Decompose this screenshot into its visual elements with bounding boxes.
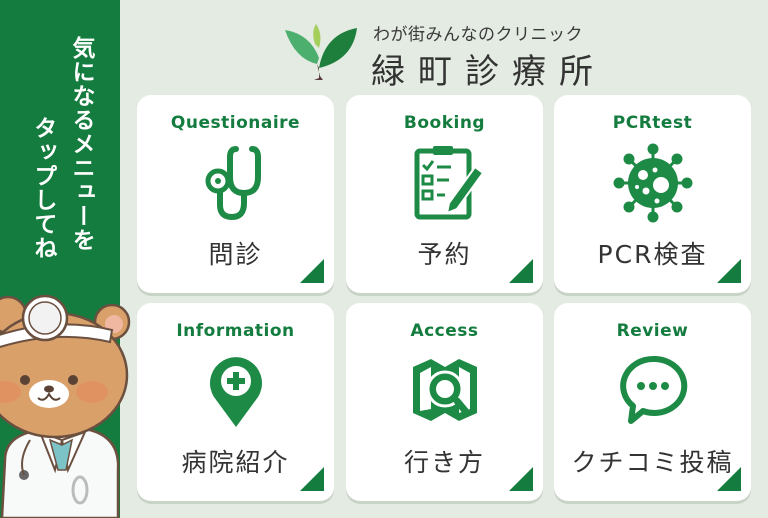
card-english-label: Questionaire: [170, 113, 301, 133]
card-english-label: Information: [176, 321, 295, 341]
stethoscope-icon: [205, 146, 261, 221]
card-japanese-label: 行き方: [403, 448, 485, 477]
menu-card-questionaire[interactable]: Questionaire 問診: [137, 95, 334, 293]
tap-prompt: 気になるメニューを タップしてね: [28, 36, 96, 260]
map-pin-plus-icon: [209, 357, 262, 427]
clinic-logo[interactable]: わが街みんなのクリニック 緑町診療所: [285, 18, 605, 92]
menu-card-review[interactable]: Review クチコミ投稿: [554, 303, 751, 501]
corner-arrow-icon: [300, 467, 324, 491]
corner-arrow-icon: [300, 259, 324, 283]
card-japanese-label: 予約: [417, 240, 472, 269]
menu-card-access[interactable]: Access 行き方: [346, 303, 543, 501]
virus-icon: [613, 143, 692, 223]
map-search-icon: [412, 359, 477, 421]
clipboard-pen-icon: [414, 146, 484, 220]
corner-arrow-icon: [509, 467, 533, 491]
tap-prompt-line-1: 気になるメニューを: [68, 36, 94, 252]
card-english-label: Booking: [403, 113, 486, 133]
card-japanese-label: 病院紹介: [181, 448, 290, 477]
corner-arrow-icon: [509, 259, 533, 283]
menu-card-booking[interactable]: Booking 予約: [346, 95, 543, 293]
card-english-label: Review: [616, 321, 689, 341]
menu-card-pcrtest[interactable]: PCRtest PCR検査: [554, 95, 751, 293]
clinic-subtitle: わが街みんなのクリニック: [373, 25, 583, 45]
bear-doctor-mascot: [0, 294, 131, 518]
clinic-name: 緑町診療所: [371, 52, 606, 92]
menu-card-information[interactable]: Information 病院紹介: [137, 303, 334, 501]
tap-prompt-line-2: タップしてね: [30, 116, 56, 260]
card-japanese-label: PCR検査: [597, 240, 708, 269]
sprout-logo-icon: [285, 24, 357, 80]
card-japanese-label: 問診: [208, 240, 263, 269]
corner-arrow-icon: [717, 467, 741, 491]
card-japanese-label: クチコミ投稿: [571, 448, 734, 477]
card-english-label: PCRtest: [612, 113, 693, 133]
card-english-label: Access: [410, 321, 479, 341]
chat-bubble-icon: [619, 355, 687, 424]
corner-arrow-icon: [717, 259, 741, 283]
